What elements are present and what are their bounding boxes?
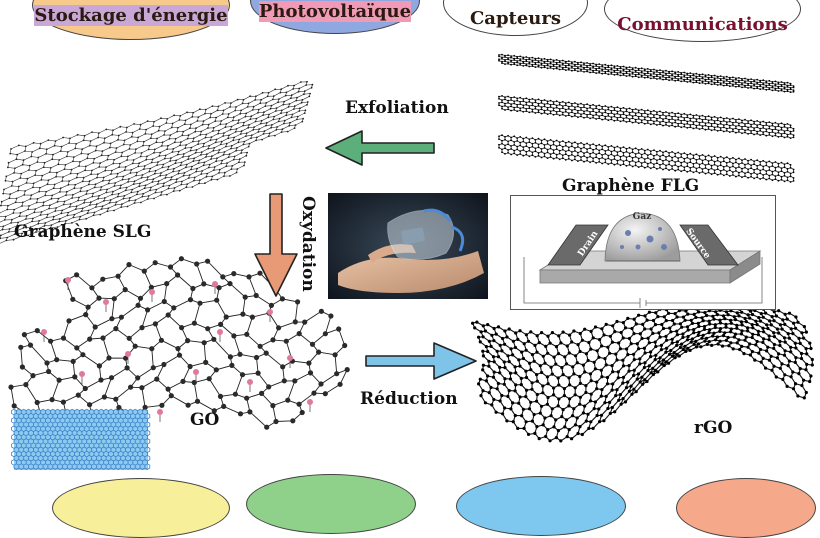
- lattice-bonds: [499, 96, 794, 138]
- reduction-arrow: [362, 338, 480, 384]
- go-label: GO: [190, 410, 219, 430]
- gas-sensor-schematic: Drain Source Gaz: [510, 195, 776, 310]
- application-communications: Communications: [604, 0, 801, 42]
- bottom-oval-orange: [676, 478, 816, 538]
- application-label: Photovoltaïque: [259, 1, 411, 22]
- lattice-bonds: [12, 409, 150, 469]
- exfoliation-label: Exfoliation: [345, 98, 449, 118]
- graphene-slg-label: Graphène SLG: [14, 222, 151, 242]
- reduced-graphene-oxide-sheet: [475, 315, 820, 460]
- application-label: Communications: [617, 14, 787, 35]
- gas-label: Gaz: [633, 212, 652, 222]
- bottom-oval-yellow: [52, 478, 230, 538]
- bottom-oval-green: [246, 474, 416, 534]
- application-label: Capteurs: [470, 8, 561, 29]
- lattice-bonds: [499, 135, 794, 182]
- oxydation-arrow: [252, 192, 302, 300]
- graphene-flg-layers: [500, 50, 795, 185]
- bottom-oval-blue: [456, 476, 626, 536]
- lattice-atoms: [471, 300, 814, 442]
- application-label: Stockage d'énergie: [34, 5, 227, 26]
- application-energy-storage: Stockage d'énergie: [32, 0, 230, 40]
- lattice-thumbnail: [14, 410, 148, 470]
- lattice-bonds: [499, 55, 794, 93]
- oxydation-label: Oxydation: [298, 196, 318, 292]
- reduction-label: Réduction: [360, 389, 458, 409]
- rgo-label: rGO: [694, 418, 732, 438]
- flexible-electronics-photo: [328, 193, 488, 299]
- graphene-flg-label: Graphène FLG: [562, 176, 699, 196]
- application-sensors: Capteurs: [443, 0, 588, 36]
- exfoliation-arrow: [322, 126, 442, 170]
- flg-layer: [498, 54, 794, 93]
- lattice-bonds: [473, 302, 813, 441]
- flg-layer: [498, 95, 794, 139]
- application-photovoltaics: Photovoltaïque: [250, 0, 420, 34]
